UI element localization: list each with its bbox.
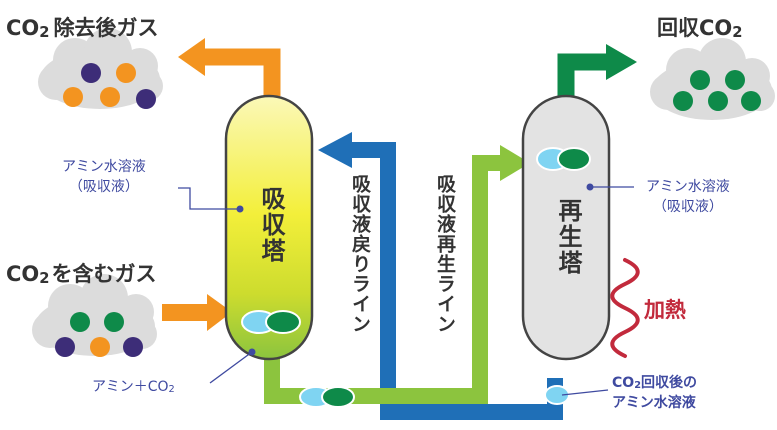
pointer-dot <box>248 348 256 356</box>
molecule-dot <box>116 63 136 83</box>
regen-line-label: 吸収液再生ライン <box>434 174 456 334</box>
right-amine-solution-label: アミン水溶液 （吸収液） <box>646 179 730 215</box>
molecule-dot <box>81 63 101 83</box>
molecule-dot <box>55 337 75 357</box>
cloud-top-right <box>650 38 775 120</box>
amine-co2-capsule-regenerator <box>536 147 591 171</box>
cloud-top-left <box>38 28 163 109</box>
molecule-dot <box>708 91 728 111</box>
amine-co2-capsule-absorber <box>241 310 301 334</box>
cloud-bottom-left <box>32 274 157 357</box>
recovered-co2-label: 回収CO2 <box>657 16 743 42</box>
molecule-dot <box>725 70 745 90</box>
absorber-tower <box>224 94 314 361</box>
post-recovery-amine-label: CO2回収後の アミン水溶液 <box>612 375 698 411</box>
left-amine-solution-label: アミン水溶液 （吸収液） <box>62 159 146 195</box>
pointer-dot <box>586 183 594 191</box>
lean-amine-bubble <box>544 385 570 405</box>
molecule-dot <box>673 91 693 111</box>
molecule-dot <box>741 91 761 111</box>
heat-wave-icon <box>610 258 640 358</box>
molecule-dot <box>63 87 83 107</box>
return-line-label: 吸収液戻りライン <box>349 174 371 334</box>
molecule-dot <box>136 89 156 109</box>
molecule-dot <box>123 337 143 357</box>
molecule-dot <box>100 87 120 107</box>
co2-containing-gas-label: CO2を含むガス <box>6 262 157 288</box>
molecule-dot <box>690 70 710 90</box>
molecule-dot <box>70 312 90 332</box>
absorber-label: 吸収塔 <box>257 186 285 264</box>
regen-line-pipe <box>264 145 530 404</box>
return-line-arrowhead <box>318 132 352 168</box>
recovered-co2-outlet-arrow <box>557 44 637 96</box>
amine-co2-capsule-pipe <box>299 386 355 408</box>
molecule-dot <box>90 337 110 357</box>
gas-inlet-arrow <box>162 294 232 331</box>
molecule-dot <box>104 312 124 332</box>
pointer-lines <box>178 186 634 396</box>
regenerator-label: 再生塔 <box>554 198 582 276</box>
pointer-dot <box>236 205 244 213</box>
regen-line-arrowhead <box>500 145 530 181</box>
co2-free-gas-outlet-arrow <box>178 38 281 96</box>
heating-label: 加熱 <box>644 298 686 322</box>
amine-plus-co2-label: アミン＋CO2 <box>92 379 175 396</box>
